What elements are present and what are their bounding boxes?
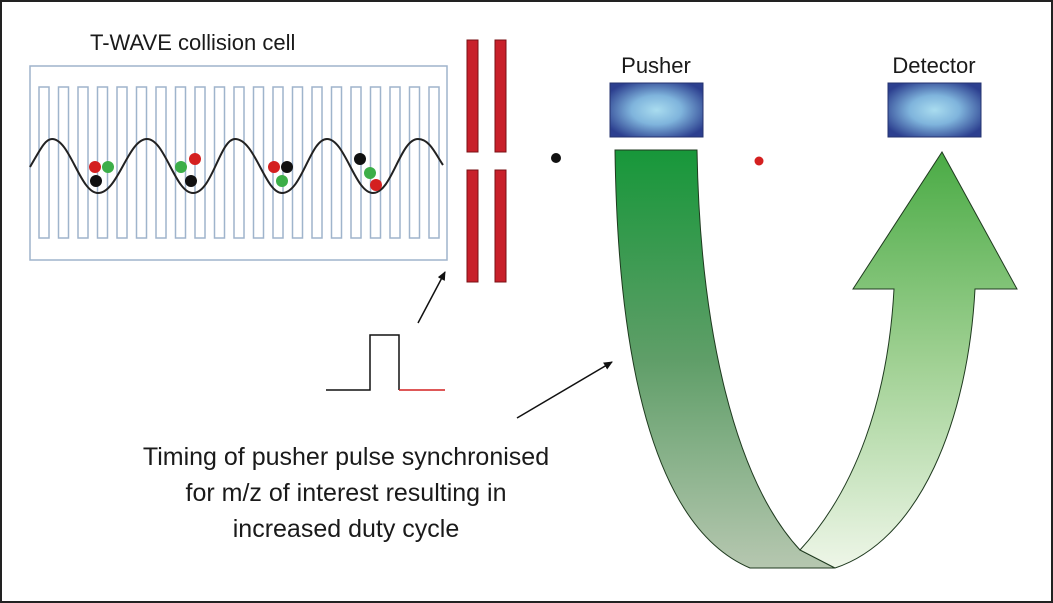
ring-electrode <box>135 86 148 239</box>
ring-electrode <box>369 86 382 239</box>
ring-electrode <box>213 86 226 239</box>
collision-cell-title: T-WAVE collision cell <box>90 30 295 55</box>
pulse-waveform <box>326 334 445 391</box>
ring-electrode <box>38 86 50 239</box>
ion-red <box>268 161 280 173</box>
pusher-label: Pusher <box>621 53 691 78</box>
ion-green <box>276 175 288 187</box>
ring-electrode <box>330 86 343 239</box>
ion-red <box>189 153 201 165</box>
lens-plate <box>466 39 479 153</box>
ion-green <box>175 161 187 173</box>
ion-green <box>102 161 114 173</box>
detector-label: Detector <box>892 53 975 78</box>
ring-electrode <box>389 86 401 239</box>
flight-path-down-band <box>614 149 836 569</box>
lens-plate <box>494 169 507 283</box>
caption-line-1: Timing of pusher pulse synchronised <box>143 443 549 471</box>
caption-arrow <box>516 361 613 419</box>
lens-plate <box>466 169 479 283</box>
collision-cell <box>29 65 448 261</box>
ion-black <box>281 161 293 173</box>
ring-electrode <box>252 86 265 239</box>
lens-plate <box>494 39 507 153</box>
ions <box>89 153 382 191</box>
pusher-box <box>609 82 704 138</box>
ring-electrode <box>116 86 128 239</box>
ring-electrode <box>428 86 440 239</box>
lens-plates <box>466 39 507 283</box>
ring-electrode <box>233 86 245 239</box>
ion-green <box>364 167 376 179</box>
ion-black <box>90 175 102 187</box>
caption-line-2: for m/z of interest resulting in <box>186 479 507 507</box>
ion-black <box>185 175 197 187</box>
ring-electrode <box>174 86 187 239</box>
caption-line-3: increased duty cycle <box>233 515 460 543</box>
travelling-wave <box>29 137 444 195</box>
ion-black <box>551 153 561 163</box>
ring-electrode <box>311 86 323 239</box>
flight-path-up-arrow <box>799 151 1018 569</box>
pulse-arrow <box>417 271 446 324</box>
ion-flight-path-arrow <box>614 149 1018 569</box>
detector-box <box>887 82 982 138</box>
cell-outline <box>29 65 448 261</box>
ring-electrode <box>291 86 304 239</box>
ion-red <box>370 179 382 191</box>
ring-electrode <box>408 86 421 239</box>
ion-black <box>354 153 366 165</box>
ion-red <box>89 161 101 173</box>
ion-red <box>754 156 764 166</box>
ring-electrodes <box>38 86 440 239</box>
ring-electrode <box>57 86 70 239</box>
ring-electrode <box>77 86 89 239</box>
ring-electrode <box>155 86 167 239</box>
